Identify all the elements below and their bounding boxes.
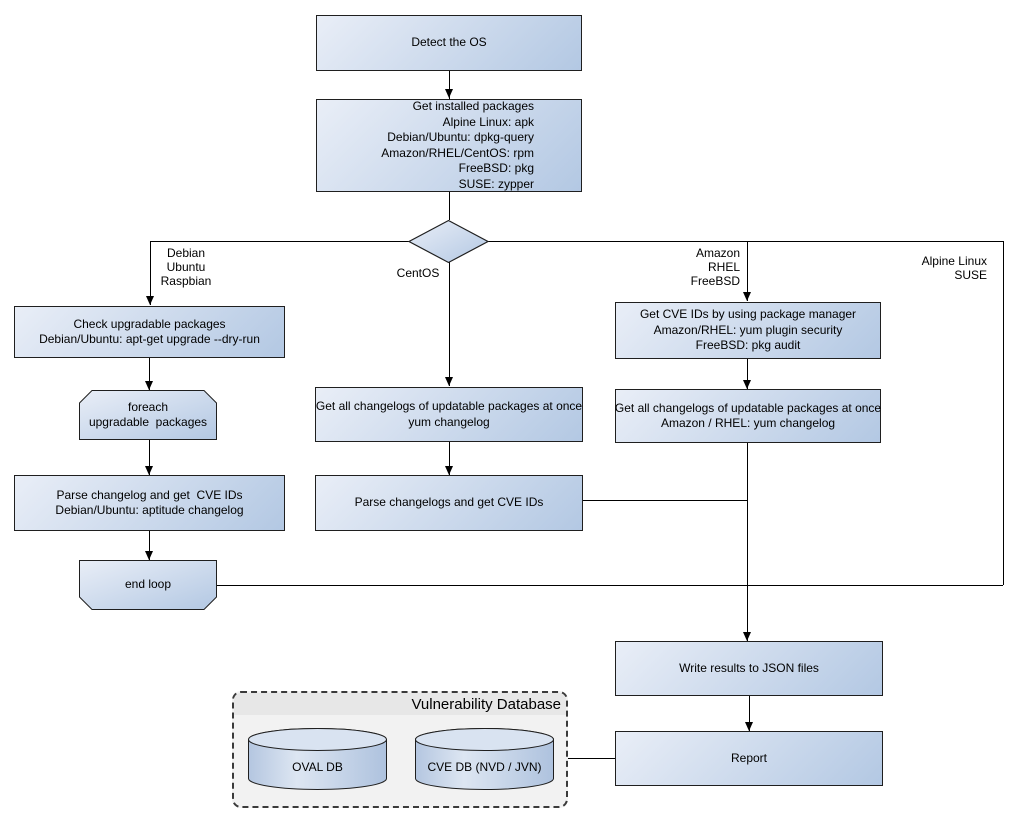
node-get-changelogs-centos: Get all changelogs of updatable packages… — [315, 387, 583, 442]
arrowhead-icon — [145, 551, 153, 560]
connector-merge-to-write — [747, 443, 748, 641]
connector-branch-centos — [449, 262, 450, 386]
arrowhead-icon — [445, 89, 453, 98]
cve-db-cylinder: CVE DB (NVD / JVN) — [415, 728, 554, 790]
node-label: Get installed packages Alpine Linux: apk… — [381, 99, 534, 191]
node-label: Write results to JSON files — [679, 660, 819, 675]
node-label: Get CVE IDs by using package manager Ama… — [639, 307, 857, 353]
loop-end-shape — [79, 560, 217, 610]
node-label: Parse changelogs and get CVE IDs — [354, 495, 544, 510]
connector-detect-to-installed — [449, 71, 450, 99]
node-end-loop: end loop — [79, 560, 217, 610]
node-label: Get all changelogs of updatable packages… — [614, 400, 882, 431]
arrowhead-icon — [145, 466, 153, 475]
diamond-shape — [407, 219, 490, 264]
connector-centos-changelog-to-parse — [449, 442, 450, 475]
arrowhead-icon — [146, 296, 154, 305]
connector-centos-parse-merge — [583, 500, 747, 501]
branch-label-centos: CentOS — [396, 266, 440, 280]
node-label: Check upgradable packages Debian/Ubuntu:… — [39, 316, 260, 347]
arrowhead-icon — [445, 466, 453, 475]
node-label: Parse changelog and get CVE IDs Debian/U… — [55, 487, 244, 518]
connector-vulndb-to-report — [568, 758, 615, 759]
db-label: OVAL DB — [292, 760, 343, 774]
connector-write-to-report — [749, 696, 750, 731]
connector-branch-debian — [150, 241, 151, 305]
connector-installed-to-decision — [449, 192, 450, 220]
node-label: Detect the OS — [411, 35, 487, 50]
database-cylinder-shape — [415, 728, 554, 790]
branch-label-debian: Debian Ubuntu Raspbian — [160, 246, 212, 288]
node-label: Report — [730, 750, 768, 765]
arrowhead-icon — [745, 722, 753, 731]
panel-title: Vulnerability Database — [411, 695, 561, 713]
connector-decision-branches — [150, 241, 1003, 242]
node-get-installed-packages: Get installed packages Alpine Linux: apk… — [316, 99, 582, 192]
node-write-results-json: Write results to JSON files — [615, 641, 883, 696]
node-check-upgradable: Check upgradable packages Debian/Ubuntu:… — [14, 306, 285, 358]
node-get-changelogs-amazon: Get all changelogs of updatable packages… — [615, 389, 881, 443]
connector-branch-alpine — [1003, 241, 1004, 585]
connector-endloop-merge — [217, 585, 1003, 586]
branch-label-alpine: Alpine Linux SUSE — [921, 254, 987, 282]
decision-os-diamond — [407, 219, 490, 264]
node-foreach-loop: foreach upgradable packages — [79, 390, 217, 440]
db-label: CVE DB (NVD / JVN) — [427, 760, 542, 774]
node-get-cve-package-manager: Get CVE IDs by using package manager Ama… — [615, 302, 881, 359]
connector-parse-to-endloop — [149, 531, 150, 560]
database-cylinder-shape — [248, 728, 387, 790]
node-label: foreach upgradable packages — [88, 399, 208, 430]
arrowhead-icon — [743, 292, 751, 301]
loop-start-shape — [79, 390, 217, 440]
node-parse-changelogs-centos: Parse changelogs and get CVE IDs — [315, 475, 583, 531]
node-label: end loop — [124, 577, 172, 592]
connector-branch-amazon — [747, 241, 748, 301]
node-parse-changelog-debian: Parse changelog and get CVE IDs Debian/U… — [14, 475, 285, 531]
arrowhead-icon — [743, 380, 751, 389]
node-report: Report — [615, 731, 883, 786]
node-label: Get all changelogs of updatable packages… — [315, 399, 583, 429]
arrowhead-icon — [445, 377, 453, 386]
connector-foreach-to-parse — [149, 440, 150, 475]
node-detect-os: Detect the OS — [316, 15, 582, 71]
oval-db-cylinder: OVAL DB — [248, 728, 387, 790]
branch-label-amazon: Amazon RHEL FreeBSD — [690, 246, 740, 288]
arrowhead-icon — [145, 381, 153, 390]
connector-check-to-foreach — [149, 358, 150, 390]
connector-cve-to-changelogs — [747, 359, 748, 389]
arrowhead-icon — [743, 632, 751, 641]
vulnerability-database-header: Vulnerability Database — [234, 693, 566, 715]
